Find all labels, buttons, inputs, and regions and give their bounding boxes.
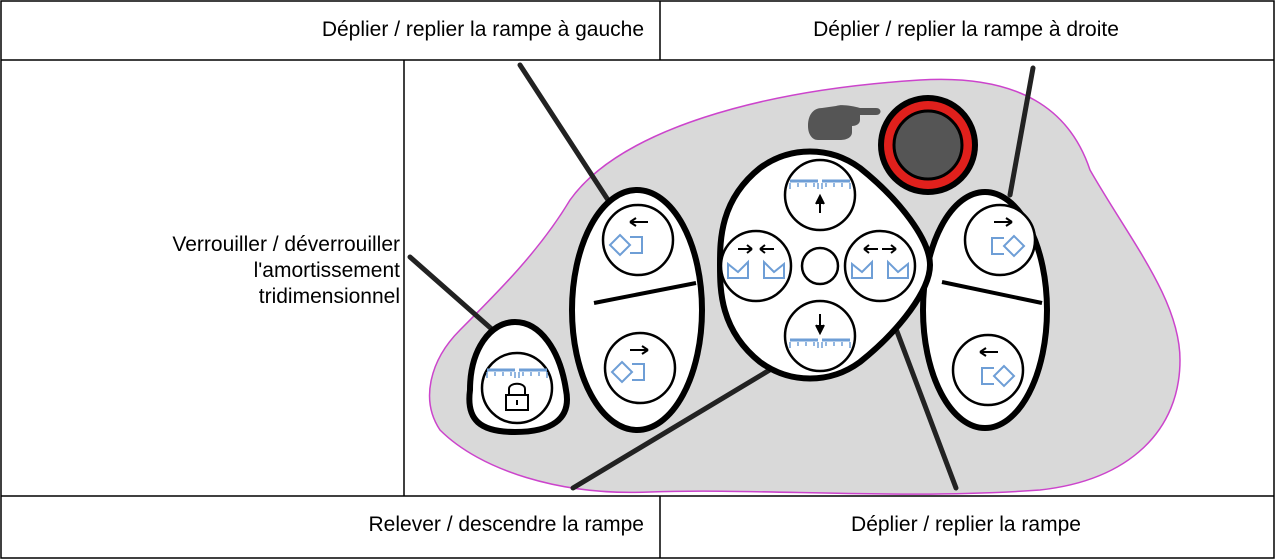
boom-unfold-outward-button[interactable] <box>843 229 917 303</box>
label-damping-lock-line2: l'amortissement <box>253 259 400 282</box>
label-damping-lock-line3: tridimensionnel <box>258 285 400 308</box>
damping-lock-button-group <box>466 318 570 436</box>
right-unfold-button[interactable] <box>963 203 1037 277</box>
boom-raise-button[interactable] <box>783 158 857 232</box>
center-indicator <box>800 246 840 286</box>
label-fold-left: Déplier / replier la rampe à gauche <box>321 18 644 41</box>
left-unfold-button[interactable] <box>601 203 675 277</box>
right-fold-button-group <box>920 189 1050 431</box>
label-damping-lock-line1: Verrouiller / déverrouiller <box>172 233 400 256</box>
left-fold-button[interactable] <box>603 331 677 405</box>
central-boom-button-group <box>716 148 934 382</box>
left-fold-button-group <box>569 187 705 433</box>
padlock-icon <box>505 382 529 411</box>
boom-lower-button[interactable] <box>783 299 857 373</box>
boom-fold-inward-button[interactable] <box>719 229 793 303</box>
right-fold-button[interactable] <box>951 333 1025 407</box>
hand-pointer-icon <box>808 105 881 140</box>
label-fold-right: Déplier / replier la rampe à droite <box>813 18 1119 41</box>
label-damping-lock: Verrouiller / déverrouiller l'amortissem… <box>8 232 400 310</box>
label-fold-boom: Déplier / replier la rampe <box>851 513 1081 536</box>
damping-lock-button[interactable] <box>480 351 554 425</box>
emergency-stop-button[interactable] <box>878 95 978 195</box>
label-raise-lower: Relever / descendre la rampe <box>368 513 644 536</box>
